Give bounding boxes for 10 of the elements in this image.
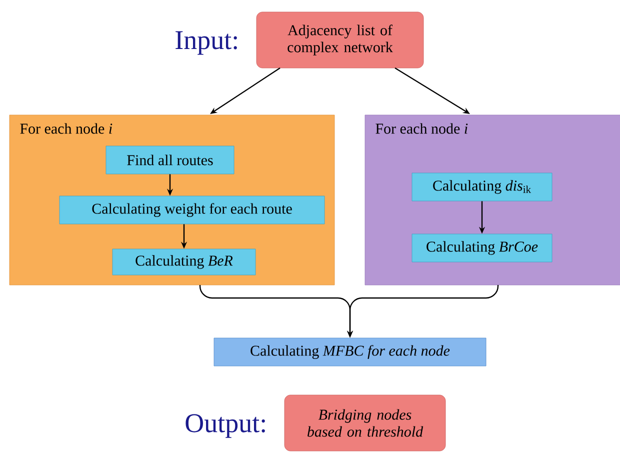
process-box: Calculating weight for each route: [59, 196, 325, 224]
terminal-box: Adjacency list of complex network: [256, 12, 424, 68]
process-box: Calculating dis$_{ik}$: [412, 172, 552, 202]
terminal-box: Bridging nodes based on threshold: [284, 394, 446, 452]
process-box: Find all routes: [106, 146, 234, 174]
process-box: Calculating BeR: [112, 248, 256, 276]
side-label: Output:: [186, 414, 265, 438]
process-box: Calculating MFBC for each node: [214, 338, 486, 366]
process-box: Calculating BrCoe: [412, 234, 552, 262]
side-label: Input:: [176, 31, 237, 55]
